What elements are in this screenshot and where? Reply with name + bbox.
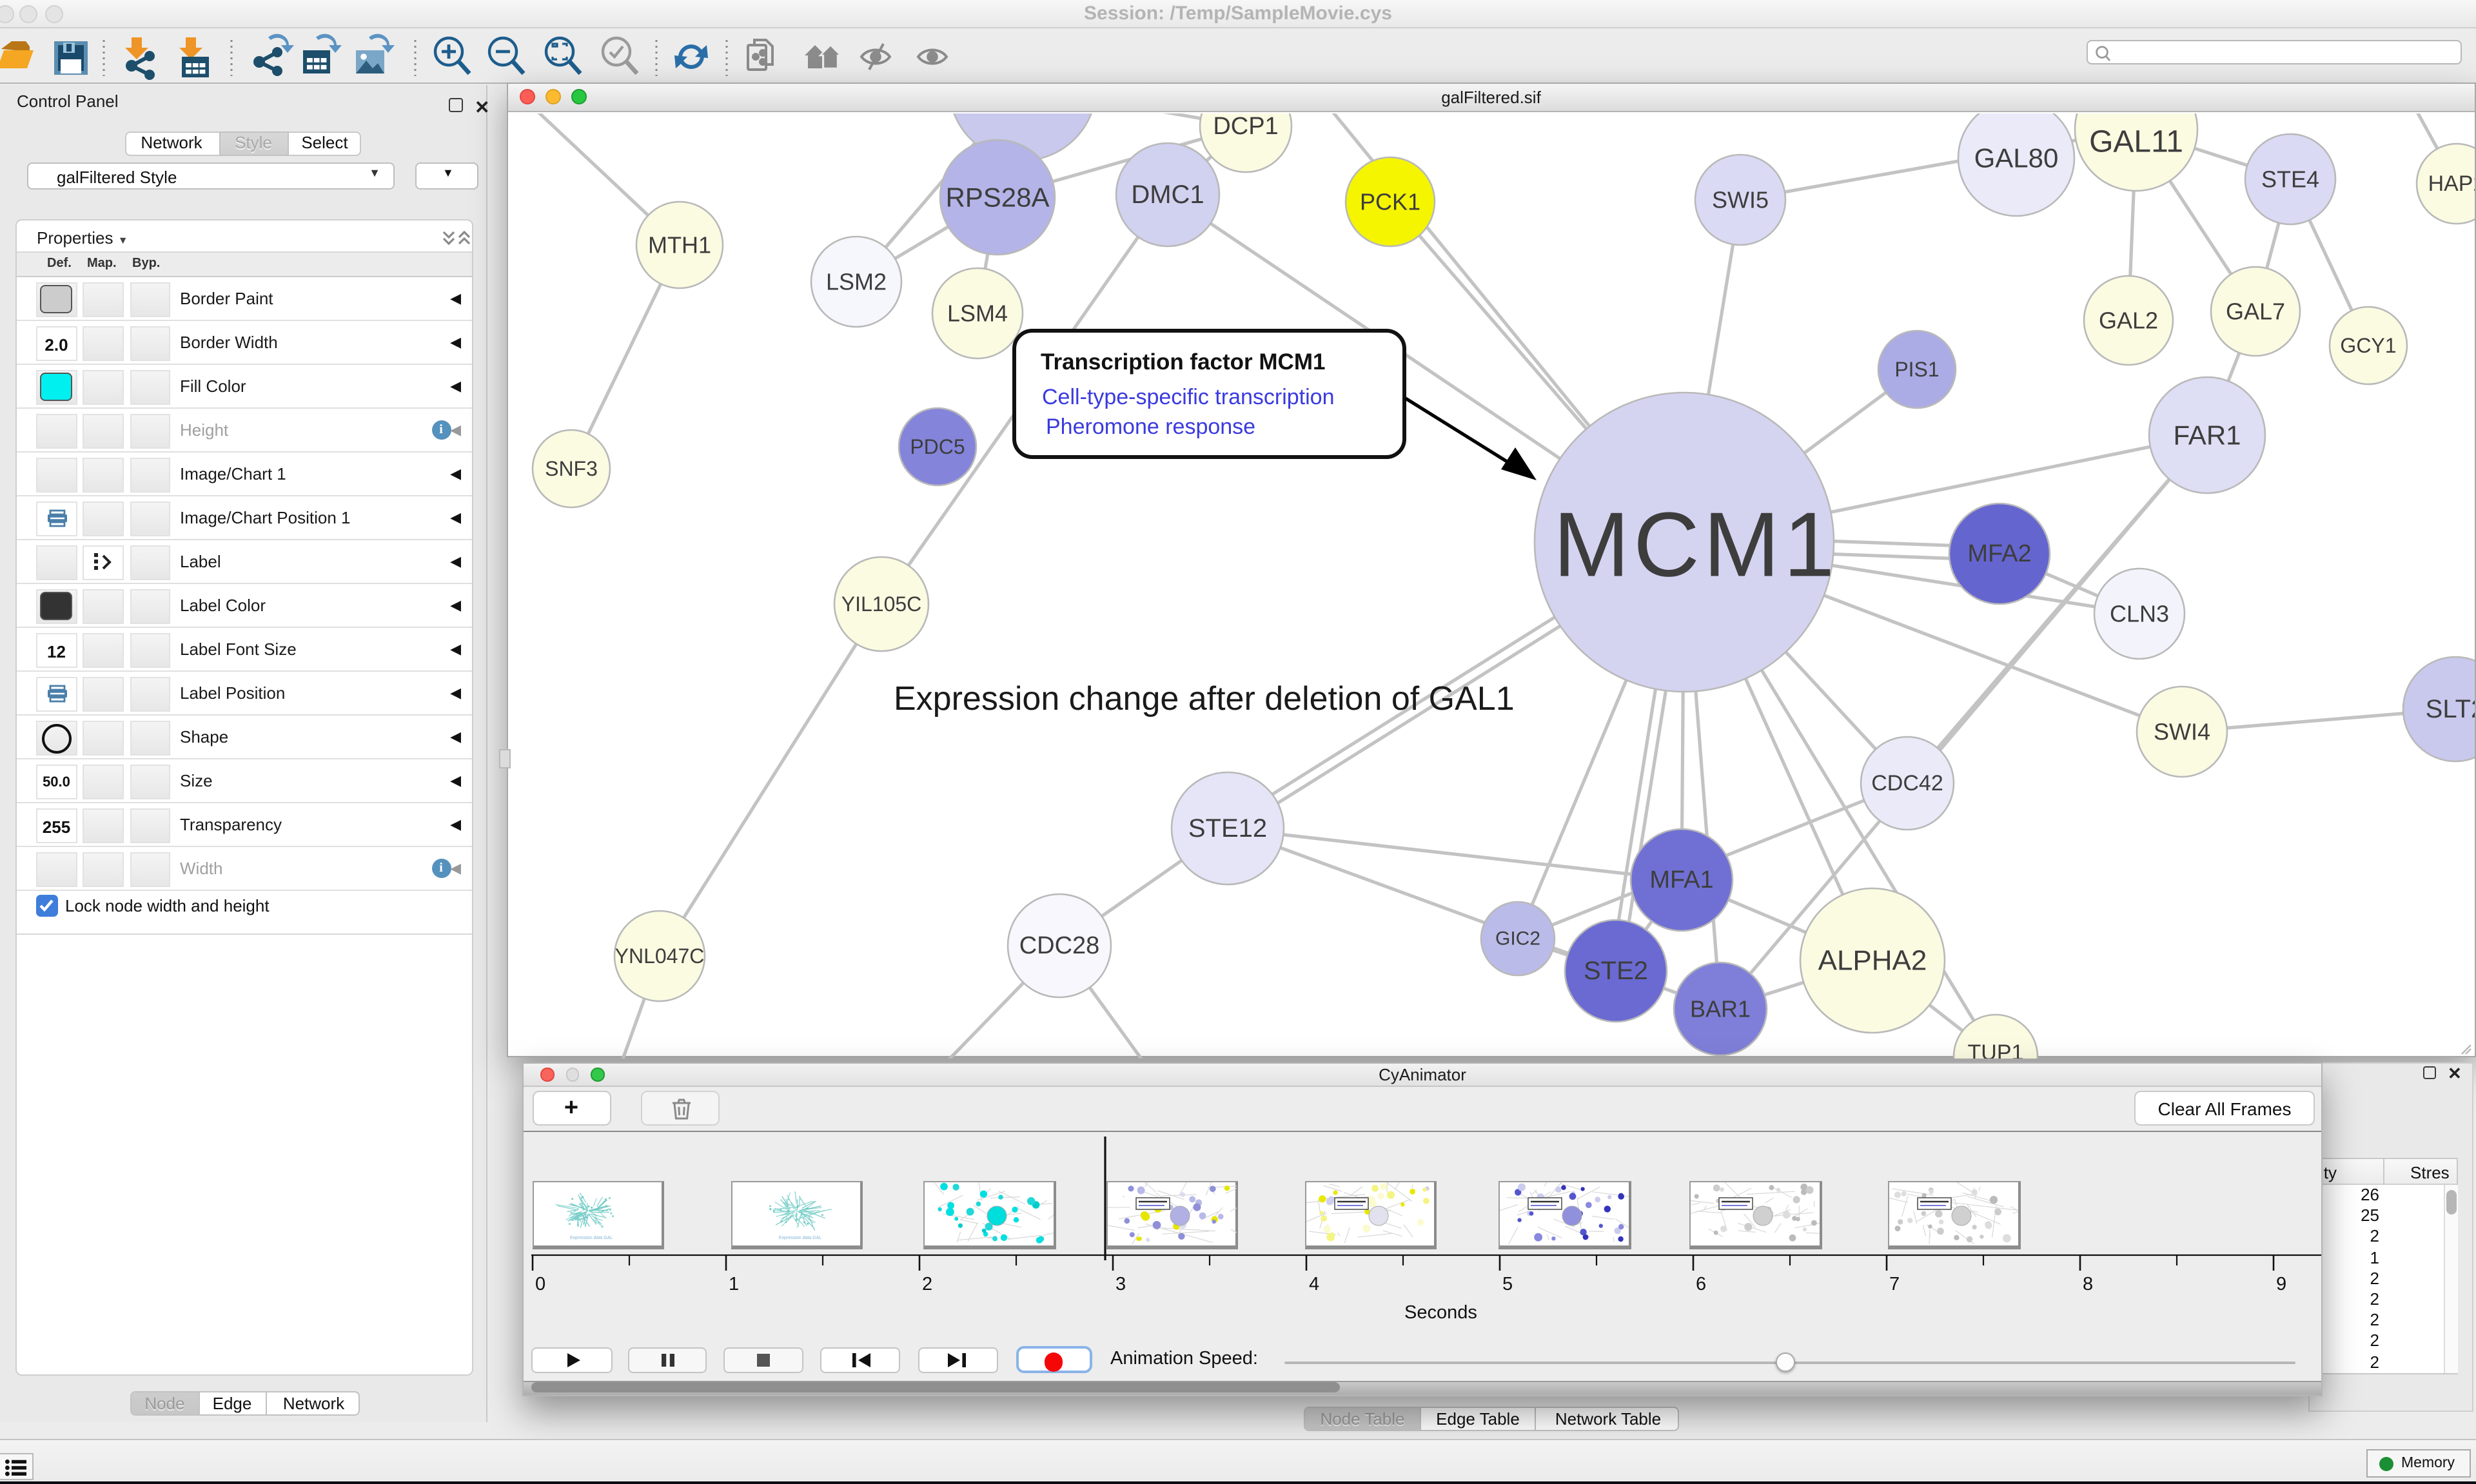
svg-text:ALPHA2: ALPHA2 [1818,944,1927,976]
svg-text:STE12: STE12 [1188,814,1267,842]
svg-text:GIC2: GIC2 [1495,928,1540,949]
svg-text:HAP2: HAP2 [2428,171,2474,195]
svg-text:DCP1: DCP1 [1213,113,1278,139]
svg-text:5: 5 [1502,1273,1513,1294]
svg-text:MCM1: MCM1 [1553,493,1838,596]
svg-text:PDC5: PDC5 [910,434,965,458]
svg-text:9: 9 [2276,1273,2286,1294]
svg-text:6: 6 [1696,1273,1706,1294]
svg-text:CLN3: CLN3 [2110,600,2169,627]
svg-text:LSM4: LSM4 [947,300,1008,326]
svg-text:MTH1: MTH1 [648,231,711,258]
svg-text:CDC42: CDC42 [1871,770,1943,795]
svg-text:Pheromone response: Pheromone response [1046,414,1255,438]
svg-text:FAR1: FAR1 [2173,420,2241,450]
svg-text:PIS1: PIS1 [1894,357,1939,380]
svg-text:PCK1: PCK1 [1360,188,1420,215]
svg-text:YNL047C: YNL047C [615,944,705,967]
svg-text:LSM2: LSM2 [826,268,887,295]
svg-text:SWI4: SWI4 [2154,718,2210,745]
svg-text:Expression data GAL: Expression data GAL [569,1236,612,1240]
svg-text:GAL7: GAL7 [2226,298,2285,324]
svg-text:BAR1: BAR1 [1690,995,1751,1022]
svg-text:Expression change after deleti: Expression change after deletion of GAL1 [894,679,1515,717]
svg-text:2: 2 [922,1273,932,1294]
svg-text:TUP1: TUP1 [1968,1040,2024,1059]
svg-text:CDC28: CDC28 [1019,932,1100,959]
svg-text:7: 7 [1889,1273,1900,1294]
svg-text:Seconds: Seconds [1404,1302,1477,1322]
svg-text:GAL80: GAL80 [1974,142,2059,173]
svg-text:GCY1: GCY1 [2340,333,2396,356]
svg-text:MFA1: MFA1 [1649,866,1713,893]
svg-text:YIL105C: YIL105C [841,592,922,615]
svg-text:8: 8 [2083,1273,2093,1294]
svg-text:4: 4 [1309,1273,1319,1294]
svg-text:STE2: STE2 [1584,956,1648,984]
svg-text:SNF3: SNF3 [545,456,598,480]
svg-text:SWI5: SWI5 [1712,186,1769,213]
svg-text:RPS28A: RPS28A [945,182,1049,212]
svg-text:0: 0 [535,1273,545,1294]
svg-text:GAL2: GAL2 [2099,307,2158,333]
svg-text:GAL11: GAL11 [2089,124,2183,159]
svg-text:Expression data GAL: Expression data GAL [778,1236,821,1240]
svg-text:SLT2: SLT2 [2426,694,2474,723]
svg-text:3: 3 [1115,1273,1126,1294]
svg-text:MFA2: MFA2 [1967,540,2031,567]
svg-text:1: 1 [729,1273,739,1294]
svg-text:Transcription factor MCM1: Transcription factor MCM1 [1041,349,1325,374]
svg-text:STE4: STE4 [2261,166,2319,192]
svg-text:DMC1: DMC1 [1131,180,1204,208]
svg-text:Cell-type-specific transcripti: Cell-type-specific transcription [1042,384,1335,409]
